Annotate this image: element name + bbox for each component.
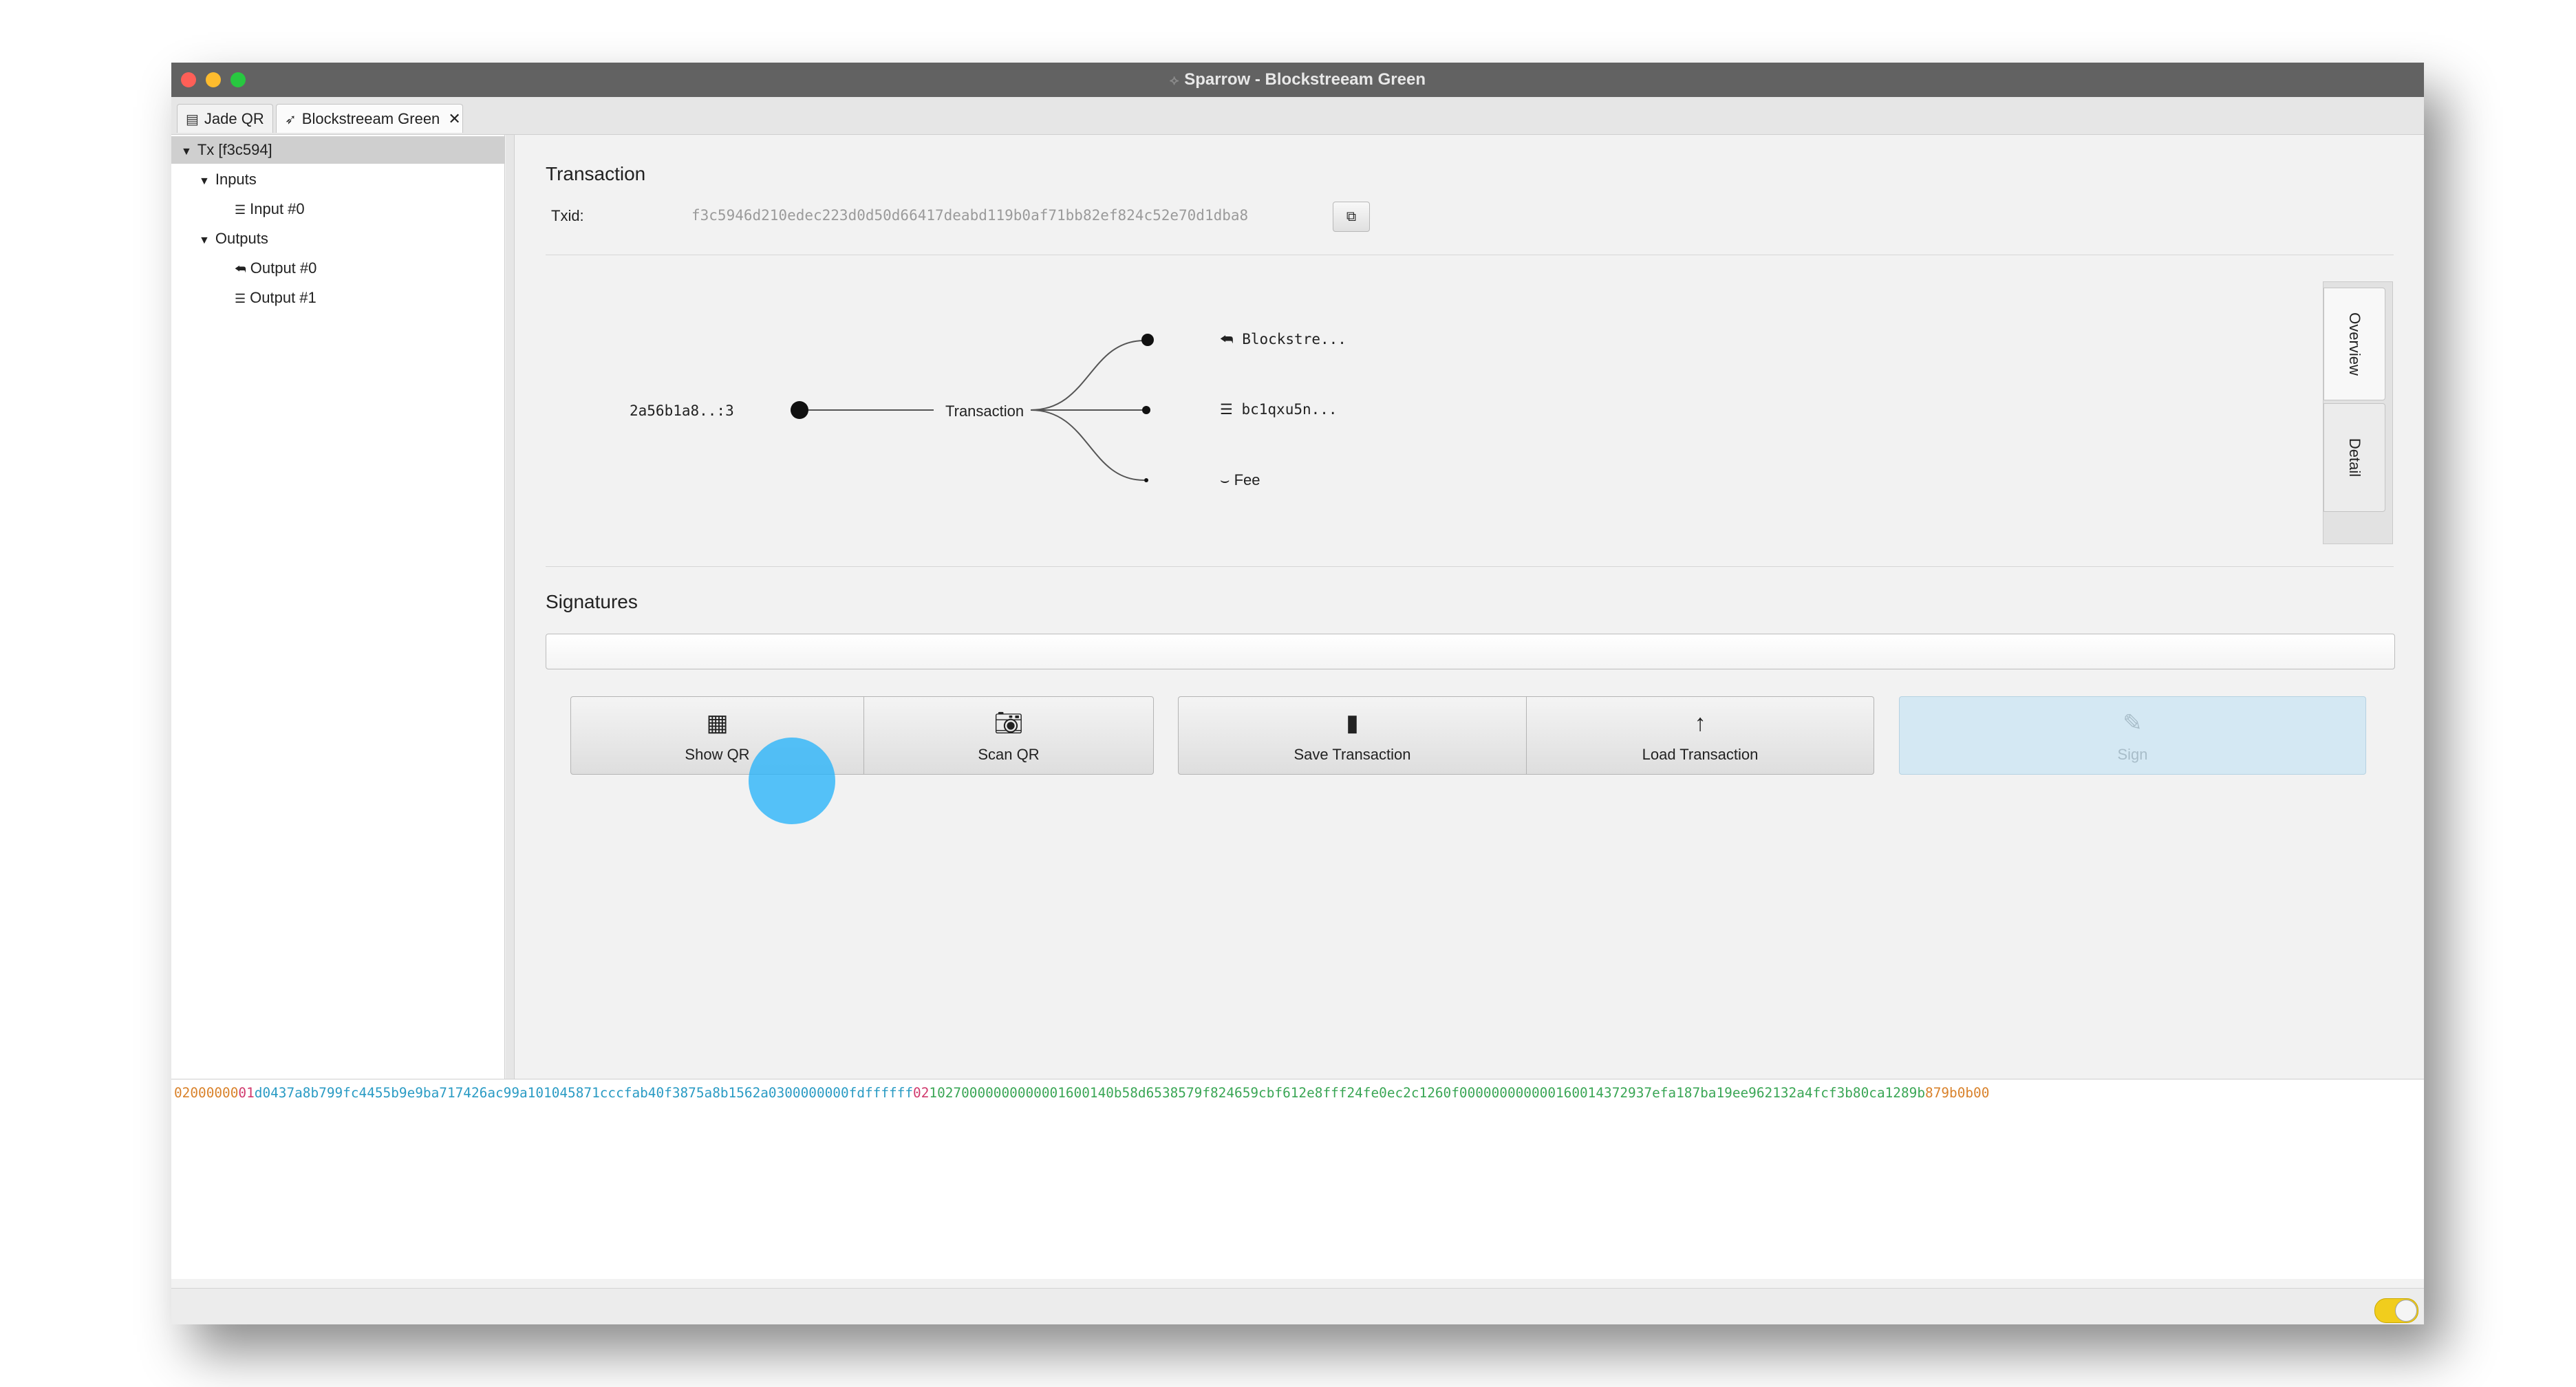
output-1-node [1142, 406, 1150, 414]
txid-value[interactable]: f3c5946d210edec223d0d50d66417deabd119b0a… [691, 207, 1249, 224]
wallet-icon: ▤ [186, 112, 199, 127]
coins-icon: ☰ [235, 292, 246, 305]
camera-icon: 📷︎ [994, 710, 1024, 736]
app-window: ⟡Sparrow - Blockstreeam Green ▤Jade QR ➶… [171, 63, 2424, 1324]
coins-icon: ☰ [1220, 401, 1233, 418]
close-tab-icon[interactable]: ✕ [448, 110, 461, 127]
zoom-window-button[interactable] [230, 72, 246, 87]
signatures-progress-bar [546, 634, 2395, 669]
tree-item-outputs[interactable]: ▼Outputs [199, 225, 268, 252]
tree-item-tx[interactable]: ▼Tx [f3c594] [171, 136, 504, 164]
sparrow-logo-icon: ⟡ [1169, 73, 1179, 88]
transaction-node-label: Transaction [945, 402, 1024, 420]
reply-all-icon: ⮪ [235, 262, 246, 276]
tree-item-inputs[interactable]: ▼Inputs [199, 166, 257, 193]
coins-icon: ☰ [235, 203, 246, 217]
expand-triangle-icon[interactable]: ▼ [181, 146, 192, 158]
toggle-knob [2395, 1300, 2417, 1322]
transaction-hex[interactable]: 0200000001d0437a8b799fc4455b9e9ba717426a… [174, 1085, 1989, 1101]
click-indicator [749, 738, 835, 824]
pen-icon: ✎ [2123, 710, 2143, 736]
transaction-diagram [791, 334, 1154, 482]
tab-detail[interactable]: Detail [2323, 403, 2385, 512]
output-1-label[interactable]: ☰ bc1qxu5n... [1220, 401, 1338, 418]
input-node [791, 401, 808, 419]
scan-qr-button[interactable]: 📷︎ Scan QR [863, 696, 1154, 775]
hex-version: 02000000 [174, 1085, 239, 1101]
close-window-button[interactable] [181, 72, 196, 87]
title-bar: ⟡Sparrow - Blockstreeam Green [171, 63, 2424, 97]
tree-item-input-0[interactable]: ☰Input #0 [235, 195, 305, 223]
txid-label: Txid: [551, 207, 584, 224]
sd-card-icon: ▮ [1346, 710, 1359, 736]
tab-jade-qr[interactable]: ▤Jade QR [177, 104, 273, 133]
sign-button[interactable]: ✎ Sign [1899, 696, 2366, 775]
hex-input-count: 01 [238, 1085, 255, 1101]
hex-locktime: 879b0b00 [1925, 1085, 1990, 1101]
hex-outputs: 10270000000000001600140b58d6538579f82465… [929, 1085, 1926, 1101]
transaction-heading: Transaction [546, 163, 646, 184]
transaction-tree: ▼Tx [f3c594] ▼Inputs ☰Input #0 ▼Outputs … [171, 135, 505, 1080]
expand-triangle-icon[interactable]: ▼ [199, 235, 210, 246]
fee-label[interactable]: ⌣ Fee [1220, 471, 1260, 488]
reply-all-icon: ⮪ [1220, 331, 1234, 347]
arrow-up-icon: ↑ [1694, 710, 1706, 736]
fee-icon: ⌣ [1220, 471, 1230, 488]
output-0-label[interactable]: ⮪ Blockstre... [1220, 331, 1346, 347]
copy-icon: ⧉ [1346, 209, 1357, 224]
save-transaction-button[interactable]: ▮ Save Transaction [1178, 696, 1527, 775]
input-outpoint-label[interactable]: 2a56b1a8..:3 [630, 402, 734, 419]
output-0-node [1141, 334, 1154, 346]
transaction-hex-pane[interactable]: 0200000001d0437a8b799fc4455b9e9ba717426a… [171, 1079, 2424, 1279]
send-icon: ➶ [285, 112, 297, 127]
status-bar [171, 1288, 2424, 1324]
tab-blockstreeam-green[interactable]: ➶Blockstreeam Green ✕ [276, 104, 463, 133]
hex-inputs: d0437a8b799fc4455b9e9ba717426ac99a101045… [254, 1085, 914, 1101]
signatures-heading: Signatures [546, 591, 638, 612]
side-tab-pane: Overview Detail [2323, 281, 2393, 544]
tab-overview[interactable]: Overview [2323, 288, 2385, 400]
minimize-window-button[interactable] [206, 72, 221, 87]
tree-item-output-1[interactable]: ☰Output #1 [235, 284, 316, 312]
hex-output-count: 02 [913, 1085, 930, 1101]
tree-item-output-0[interactable]: ⮪Output #0 [235, 255, 316, 282]
output-0-connector [1030, 340, 1145, 411]
fee-node [1144, 478, 1148, 482]
window-title: ⟡Sparrow - Blockstreeam Green [1169, 70, 1426, 89]
wallet-tab-bar: ▤Jade QR ➶Blockstreeam Green ✕ [171, 97, 2424, 135]
qr-code-icon: ▦ [706, 710, 729, 736]
split-pane-divider[interactable] [506, 135, 515, 1080]
fee-connector [1030, 409, 1145, 481]
copy-txid-button[interactable]: ⧉ [1333, 202, 1370, 232]
expand-triangle-icon[interactable]: ▼ [199, 175, 210, 187]
load-transaction-button[interactable]: ↑ Load Transaction [1526, 696, 1874, 775]
connection-toggle[interactable] [2374, 1298, 2418, 1323]
divider [546, 566, 2394, 567]
